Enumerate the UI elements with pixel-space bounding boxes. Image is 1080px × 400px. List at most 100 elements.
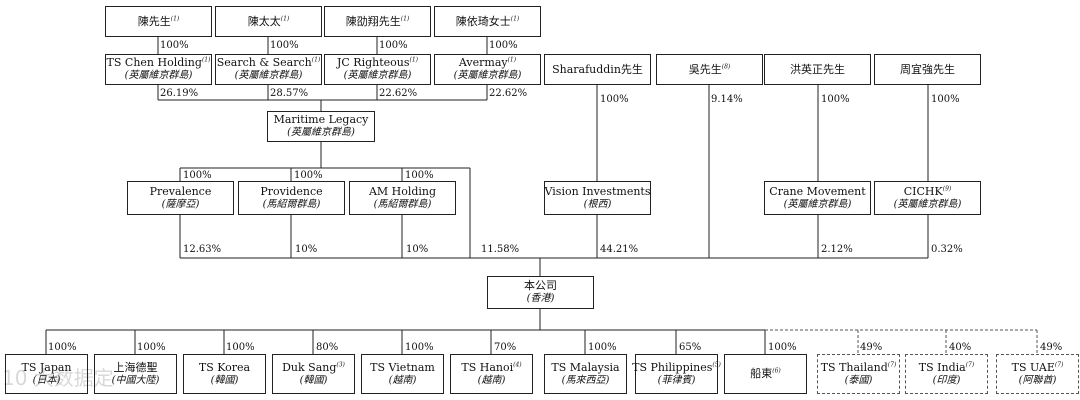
entity-jurisdiction: (馬來西亞) [561,374,610,386]
entity-box-jc: JC Righteous(1)(英屬維京群島) [324,54,431,85]
footnote-marker: (1) [280,14,290,22]
entity-name-text: 周宜強先生 [900,62,955,76]
entity-name: Search & Search(1) [217,56,321,70]
entity-name-text: Maritime Legacy [273,113,369,127]
entity-name-text: Crane Movement [769,184,866,198]
entity-jurisdiction: (韓國) [210,374,239,386]
footnote-marker: (8) [721,62,731,70]
entity-name: 陳依琦女士(1) [456,15,520,29]
footnote-marker: (3) [336,361,345,369]
entity-name: 周宜強先生 [900,63,955,77]
footnote-marker: (7) [965,361,975,369]
entity-jurisdiction: (越南) [388,374,417,386]
entity-box-ts-chen: TS Chen Holding(1)(英屬維京群島) [105,54,212,85]
ownership-pct-chen: 100% [160,40,189,51]
ownership-pct-providence-parent: 100% [294,170,323,181]
entity-name: 陳劭翔先生(1) [346,15,410,29]
entity-jurisdiction: (印度) [932,374,961,386]
entity-name-text: JC Righteous [336,56,410,70]
entity-box-duk-sang: Duk Sang(3)(韓國) [272,354,355,394]
entity-name: Maritime Legacy [274,113,369,127]
entity-jurisdiction: (香港) [526,293,555,305]
ownership-pct-cichk: 0.32% [931,244,963,255]
entity-box-ts-india: TS India(7)(印度) [905,354,988,394]
entity-jurisdiction: (根西) [583,198,612,210]
footnote-marker: (7) [1054,361,1064,369]
entity-box-ts-japan: TS Japan(日本) [5,354,88,394]
entity-name-text: 陳先生 [137,14,171,28]
entity-box-shanghai: 上海德聖(中國大陸) [94,354,177,394]
entity-name-text: TS Chen Holding [106,56,202,70]
watermark: 10 大数据定 [2,366,114,390]
ownership-pct-chen-jinxiang: 100% [379,40,408,51]
entity-box-ts-thailand: TS Thailand(7)(泰國) [817,354,900,394]
entity-jurisdiction: (英屬維京群島) [783,198,852,210]
ownership-pct-am: 10% [406,244,429,255]
entity-name: JC Righteous(1) [337,56,418,70]
entity-box-ts-hanoi: TS Hanoi(4)(越南) [450,354,533,394]
entity-name-text: CICHK [903,184,943,198]
entity-name: Providence [260,185,322,199]
footnote-marker: (1) [201,56,211,64]
ownership-pct-am-parent: 100% [405,170,434,181]
entity-jurisdiction: (日本) [32,374,61,386]
entity-name-text: 上海德聖 [113,360,158,374]
entity-jurisdiction: (英屬維京群島) [343,70,412,82]
ownership-pct-avermay: 22.62% [489,88,528,99]
ownership-pct-vision: 44.21% [600,244,639,255]
entity-box-providence: Providence(馬紹爾群島) [238,181,345,215]
footnote-marker: (1) [507,56,517,64]
entity-box-company: 本公司(香港) [487,276,594,309]
entity-name-text: 船東 [750,367,773,381]
ownership-pct-ts-japan: 100% [48,342,77,353]
entity-name-text: TS UAE [1011,360,1055,374]
ownership-pct-ts-korea: 100% [226,342,255,353]
entity-name: 本公司 [524,279,557,293]
entity-name-text: TS Philippines [632,360,713,374]
ownership-pct-ts-uae: 49% [1040,342,1063,353]
ownership-pct-chuandong: 100% [768,342,797,353]
entity-name-text: 本公司 [524,279,557,293]
entity-name-text: AM Holding [368,184,437,198]
ownership-pct-crane: 2.12% [821,244,853,255]
entity-name: 陳太太(1) [248,15,290,29]
entity-name-text: 陳太太 [247,14,281,28]
entity-name-text: Prevalence [149,184,212,198]
ownership-pct-shanghai: 100% [137,342,166,353]
ownership-pct-duk-sang: 80% [316,342,339,353]
entity-name: 陳先生(1) [138,15,180,29]
footnote-marker: (7) [887,361,897,369]
entity-box-hong: 洪英正先生 [764,54,871,85]
footnote-marker: (1) [510,14,520,22]
entity-name-text: 陳劭翔先生 [345,14,401,28]
entity-name-text: TS Korea [198,360,251,374]
entity-name: Crane Movement [769,185,865,199]
ownership-pct-ts-thailand: 49% [860,342,883,353]
entity-name: Vision Investments [545,185,651,199]
entity-name: TS UAE(7) [1012,361,1064,375]
footnote-marker: (4) [513,361,522,369]
entity-name-text: TS Vietnam [370,360,435,374]
entity-name: TS Vietnam [370,361,435,375]
ownership-pct-ts-india: 40% [949,342,972,353]
entity-name: Prevalence [150,185,212,199]
entity-box-am: AM Holding(馬紹爾群島) [349,181,456,215]
entity-name-text: Search & Search [216,56,312,70]
ownership-pct-jc: 22.62% [379,88,418,99]
entity-box-search: Search & Search(1)(英屬維京群島) [215,54,322,85]
entity-jurisdiction: (馬紹爾群島) [373,198,432,210]
entity-name: AM Holding [369,185,436,199]
entity-jurisdiction: (英屬維京群島) [287,127,355,139]
entity-name: Duk Sang(3) [282,361,345,375]
entity-jurisdiction: (韓國) [299,374,328,386]
footnote-marker: (9) [942,185,952,193]
entity-name-text: Avermay [458,56,508,70]
entity-box-sharafuddin: Sharafuddin先生 [544,54,651,85]
ownership-pct-ts-vietnam: 100% [405,342,434,353]
entity-jurisdiction: (英屬維京群島) [893,198,962,210]
entity-box-mrs-chen: 陳太太(1) [215,6,322,37]
footnote-marker: (1) [400,14,410,22]
entity-box-chen-jinxiang: 陳劭翔先生(1) [324,6,431,37]
ownership-pct-hong: 100% [821,94,850,105]
